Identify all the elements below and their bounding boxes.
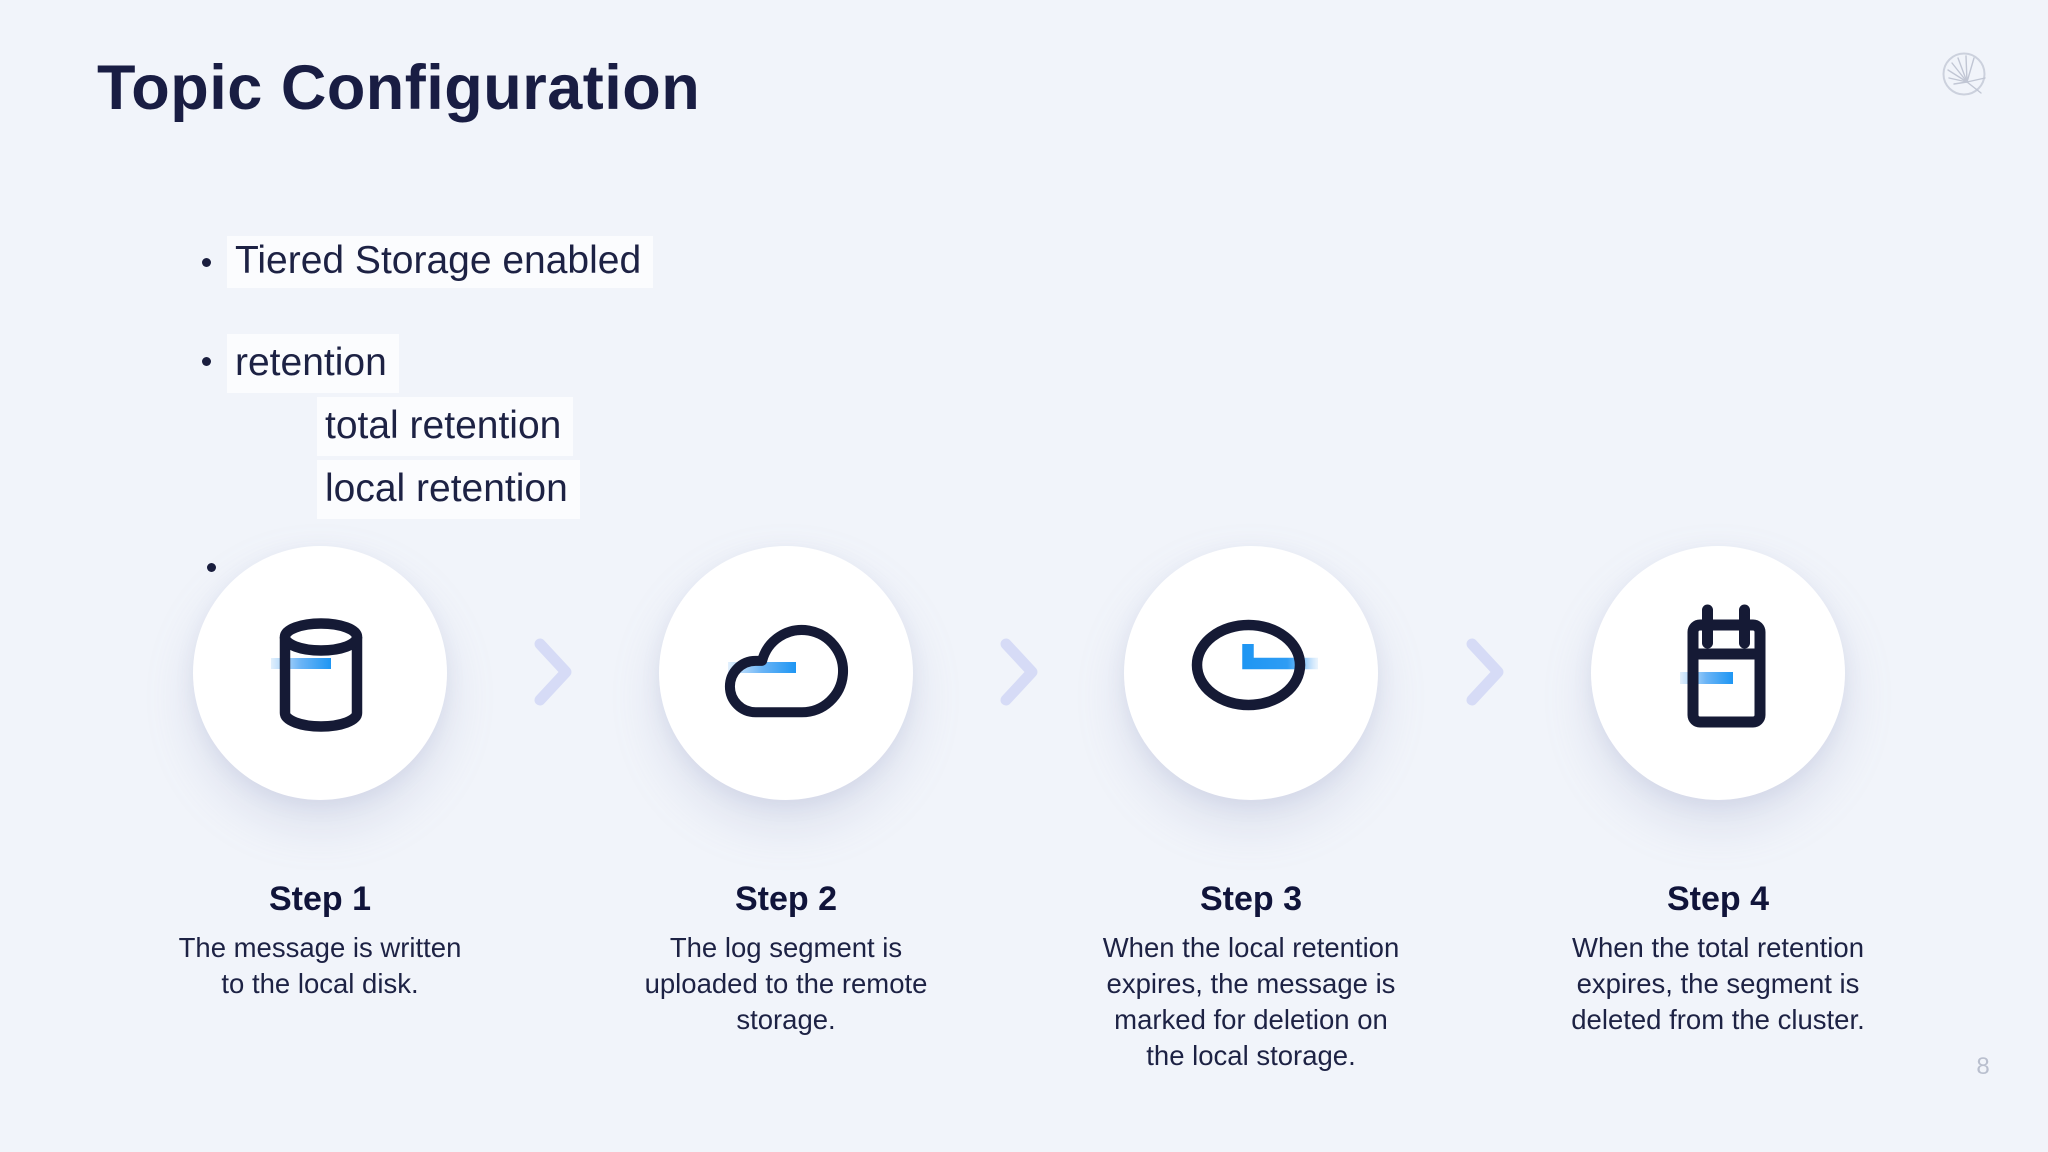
bullet-sub-text: local retention: [317, 460, 580, 519]
chevron-right-icon: [999, 637, 1039, 707]
page-title: Topic Configuration: [97, 53, 701, 123]
step-description-text: The message is written to the local disk…: [178, 932, 462, 999]
step-description-text: The log segment is uploaded to the remot…: [644, 932, 928, 1035]
step-description-text: When the total retention expires, the se…: [1571, 932, 1865, 1035]
step1-description: The message is written to the local disk…: [150, 930, 490, 1002]
bullet-dot: [202, 258, 211, 267]
highlight-bar: [728, 662, 796, 673]
cloud-icon: [724, 625, 849, 718]
highlight-bar: [271, 658, 331, 669]
step1-title: Step 1: [268, 880, 372, 918]
step2-description: The log segment is uploaded to the remot…: [616, 930, 956, 1038]
step2-circle: [659, 546, 913, 800]
page-number: 8: [1976, 1053, 1990, 1080]
bullet-sub-text: total retention: [317, 397, 574, 456]
bullet-item-tiered-storage: Tiered Storage enabled: [227, 236, 654, 288]
bullet-dot: [207, 563, 216, 572]
step3-title: Step 3: [1199, 880, 1303, 918]
bullet-item-retention: retention total retention local retentio…: [227, 334, 580, 523]
step-description-text: When the local retention expires, the me…: [1102, 932, 1400, 1071]
step3-description: When the local retention expires, the me…: [1081, 930, 1421, 1074]
step2-title: Step 2: [734, 880, 838, 918]
chevron-right-icon: [533, 637, 573, 707]
bullet-text: Tiered Storage enabled: [227, 236, 654, 288]
step4-description: When the total retention expires, the se…: [1548, 930, 1888, 1038]
clock-icon: [1191, 619, 1318, 711]
bullet-text: retention: [227, 334, 399, 393]
chevron-right-icon: [1465, 637, 1505, 707]
step1-circle: [193, 546, 447, 800]
step4-circle: [1591, 546, 1845, 800]
step4-title: Step 4: [1666, 880, 1770, 918]
calendar-icon: [1687, 604, 1766, 728]
database-icon: [279, 618, 363, 732]
confluent-burst-logo-icon: [1936, 46, 1992, 102]
step3-circle: [1124, 546, 1378, 800]
bullet-dot: [202, 357, 211, 366]
